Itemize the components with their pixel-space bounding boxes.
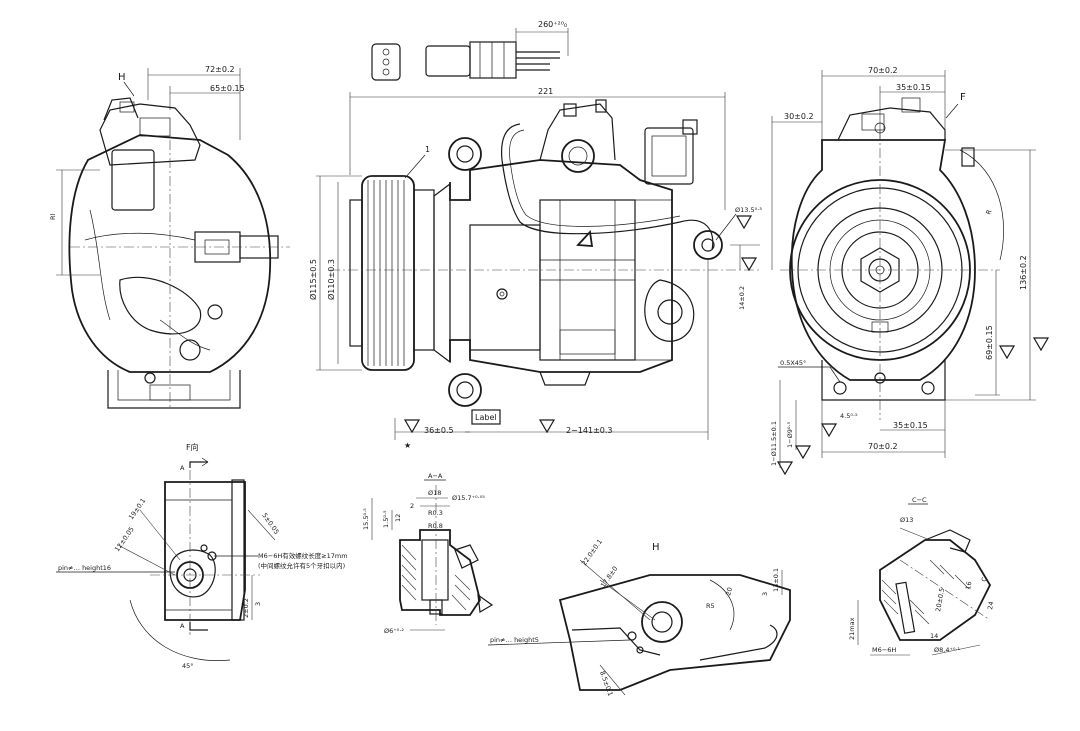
view-f-dim-5: 5±0.05 xyxy=(260,512,280,536)
dim-65: 65±0.15 xyxy=(210,84,245,93)
view-h-angle: 20 xyxy=(724,586,734,596)
detail-view-h: H 22.0±0.1 17.8±0 13±0.1 3 R5 20 pin≠… h… xyxy=(487,538,791,697)
section-aa-d1-5: 1.5⁰·⁵ xyxy=(382,510,390,528)
section-aa-d6: Ø6⁺⁰·² xyxy=(384,627,404,635)
view-f-callout: F xyxy=(960,92,966,103)
dim-36: 36±0.5 xyxy=(424,426,454,435)
dim-right-70-top: 70±0.2 xyxy=(868,66,898,75)
view-f-dim-2: 2±0.2 xyxy=(242,598,250,618)
dim-right-35-top: 35±0.15 xyxy=(896,83,931,92)
right-end-view: 70±0.2 35±0.15 30±0.2 F xyxy=(770,66,1050,476)
section-aa-d12: 12 xyxy=(394,514,402,522)
section-cc-d20: 20±0.5 xyxy=(934,587,946,612)
dim-4-5: 4.5⁰·⁵ xyxy=(840,412,858,420)
view-h-dim-8: 8.5±0.1 xyxy=(598,670,614,697)
connector-plug-drawing: 260⁺²⁰₀ xyxy=(371,20,569,81)
section-aa-d15-7: Ø15.7⁺⁰·⁰⁵ xyxy=(452,494,485,502)
view-f-pin-note: pin≠… height16 xyxy=(58,564,111,572)
view-h-dim-13: 13±0.1 xyxy=(772,568,780,592)
dim-right-69: 69±0.15 xyxy=(985,325,994,360)
label-box-text: Label xyxy=(475,413,497,422)
dim-right-136: 136±0.2 xyxy=(1019,255,1028,290)
dim-dia-11-5: 1−Ø11.5±0.1 xyxy=(770,421,778,466)
section-cc-d14: 14 xyxy=(930,632,938,640)
section-aa-d18: Ø18 xyxy=(428,489,441,497)
view-f-dim-3: 3 xyxy=(254,602,262,606)
dim-overall-length: 221 xyxy=(538,87,553,96)
section-cc-mark: C xyxy=(980,576,989,582)
section-aa-d2: 2 xyxy=(410,502,414,510)
dim-right-r: R xyxy=(984,208,993,215)
view-h-dim-22: 22.0±0.1 xyxy=(580,538,604,567)
dim-72: 72±0.2 xyxy=(205,65,235,74)
dim-dia-9: 1−Ø9⁰·⁵ xyxy=(786,421,794,448)
section-aa-r03: R0.3 xyxy=(428,509,443,517)
section-a-mark-bottom: A xyxy=(180,622,185,630)
section-c-c: C−C Ø13 21max M6−6H 20±0.5 16 14 Ø8.4⁺⁰·… xyxy=(848,496,995,656)
dim-right-35-bot: 35±0.15 xyxy=(893,421,928,430)
detail-view-f: F向 A 19±0.1 12±0.05 5±0.05 pin≠… height1… xyxy=(56,442,348,670)
dim-dia-115: Ø115±0.5 xyxy=(308,259,318,300)
section-cc-d21: 21max xyxy=(848,617,856,640)
dim-dia-110: Ø110±0.3 xyxy=(326,259,336,300)
view-h-callout: H xyxy=(118,72,126,83)
view-f-angle: 45° xyxy=(182,662,194,670)
star-mark: ★ xyxy=(404,441,411,450)
view-f-dim-12: 12±0.05 xyxy=(113,525,136,553)
dim-141: 2−141±0.3 xyxy=(566,426,613,435)
dim-right-30: 30±0.2 xyxy=(784,112,814,121)
section-aa-r08: R0.8 xyxy=(428,522,443,530)
section-cc-title: C−C xyxy=(912,496,927,504)
left-side-view: 72±0.2 65±0.15 H Rl xyxy=(49,65,290,410)
section-cc-d24: 24 xyxy=(986,601,995,611)
dim-left-r: Rl xyxy=(49,213,57,220)
view-f-thread-note: M6−6H有效螺纹长度≥17mm xyxy=(258,551,348,560)
dim-14: 14±0.2 xyxy=(738,286,746,310)
dim-chamfer: 0.5X45° xyxy=(780,359,806,367)
connector-length-dim: 260⁺²⁰₀ xyxy=(538,20,567,29)
view-h-title: H xyxy=(652,542,660,553)
item-1-label: 1 xyxy=(425,145,430,154)
section-cc-d13: Ø13 xyxy=(900,516,913,524)
view-h-r-note: R5 xyxy=(706,602,715,610)
view-f-title: F向 xyxy=(186,442,199,452)
section-aa-title: A−A xyxy=(428,472,443,480)
dim-dia-13-5: Ø13.5⁰·³ xyxy=(735,206,762,214)
section-aa-d15-5: 15.5⁰·⁵ xyxy=(362,508,370,530)
section-cc-d16: 16 xyxy=(964,581,973,591)
view-f-dim-19: 19±0.1 xyxy=(127,497,147,521)
section-a-a: A−A Ø18 Ø15.7⁺⁰·⁰⁵ R0.3 R0.8 2 15.5⁰·⁵ 1… xyxy=(362,472,494,635)
main-front-view: 221 1 xyxy=(308,87,762,450)
section-cc-m6: M6−6H xyxy=(872,646,896,654)
section-a-mark-top: A xyxy=(180,464,185,472)
view-h-dim-3: 3 xyxy=(761,592,769,596)
section-cc-d8-4: Ø8.4⁺⁰·¹ xyxy=(934,646,961,654)
view-f-thread-note-2: (中间螺纹允许有5个牙扣以内) xyxy=(258,561,345,570)
dim-right-70-bot: 70±0.2 xyxy=(868,442,898,451)
view-h-pin-note: pin≠… height5 xyxy=(490,636,539,644)
